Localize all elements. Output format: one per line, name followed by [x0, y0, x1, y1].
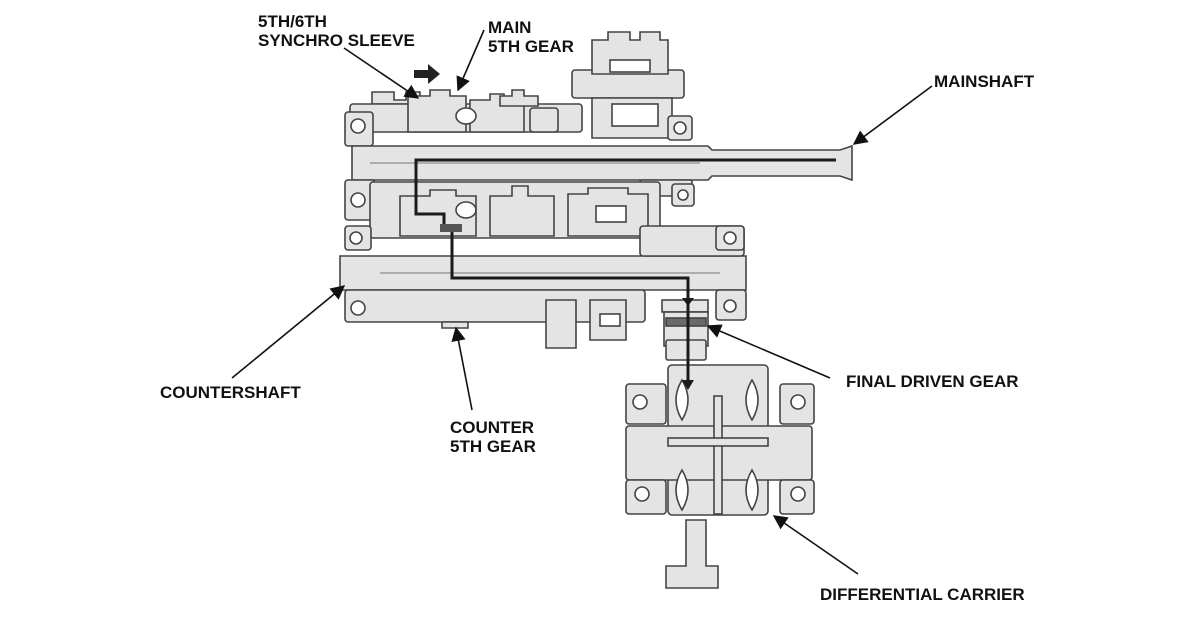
label-counter-5th-gear-line-1: COUNTER [450, 418, 535, 437]
counter-5th-gear-leader [451, 326, 473, 411]
mainshaft-leader [852, 85, 933, 145]
label-final-driven-gear: FINAL DRIVEN GEAR [846, 372, 1019, 391]
main-5th-gear-leader [456, 29, 485, 92]
label-counter-5th-gear-line-2: 5TH GEAR [450, 437, 536, 456]
leader-lines [231, 29, 933, 575]
label-main-5th-gear-line-2: 5TH GEAR [488, 37, 574, 56]
label-synchro-sleeve-line-1: 5TH/6TH [258, 12, 327, 31]
label-main-5th-gear-line-1: MAIN [488, 18, 532, 37]
countershaft-assembly [339, 179, 747, 361]
countershaft-leader [231, 285, 346, 379]
label-differential-carrier: DIFFERENTIAL CARRIER [820, 585, 1025, 604]
power-flow-path [414, 158, 836, 390]
synchro-sleeve-leader [343, 47, 420, 99]
differential-assembly [625, 364, 815, 589]
right-arrow-icon [414, 64, 440, 84]
mainshaft-assembly [344, 31, 853, 207]
label-counter-5th-gear: COUNTER 5TH GEAR [450, 418, 536, 456]
label-countershaft: COUNTERSHAFT [160, 383, 301, 402]
label-main-5th-gear: MAIN 5TH GEAR [488, 18, 574, 56]
final-driven-gear-leader [706, 324, 831, 379]
label-synchro-sleeve: 5TH/6TH SYNCHRO SLEEVE [258, 12, 415, 50]
differential-carrier-leader [772, 515, 859, 575]
label-synchro-sleeve-line-2: SYNCHRO SLEEVE [258, 31, 415, 50]
label-mainshaft: MAINSHAFT [934, 72, 1035, 91]
